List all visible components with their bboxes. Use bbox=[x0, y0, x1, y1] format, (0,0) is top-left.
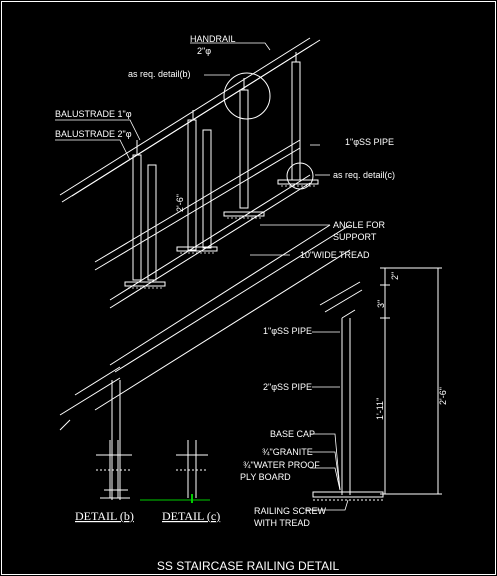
ss-pipe-1-top-label: 1"φSS PIPE bbox=[345, 137, 394, 147]
water-proof-label-1: ¾"WATER PROOF bbox=[243, 460, 320, 470]
granite-label: ¾"GRANITE bbox=[262, 447, 313, 457]
handrail-label: HANDRAIL bbox=[190, 34, 236, 44]
leader-lines bbox=[55, 42, 330, 256]
tread-label: 10"WIDE TREAD bbox=[300, 250, 370, 260]
detail-b-title: DETAIL (b) bbox=[75, 509, 134, 523]
ss-pipe-1-side-label: 1"φSS PIPE bbox=[263, 326, 312, 336]
detail-c-drawing bbox=[176, 440, 208, 498]
handrail-size-label: 2"φ bbox=[197, 46, 211, 56]
angle-support-label-2: SUPPORT bbox=[333, 232, 377, 242]
base-plates bbox=[124, 179, 319, 287]
dim-3-label: 3" bbox=[376, 300, 386, 308]
ss-pipe-2-side-label: 2"φSS PIPE bbox=[263, 382, 312, 392]
railing-screw-label-2: WITH TREAD bbox=[254, 518, 310, 528]
detail-b-callout-circle bbox=[223, 72, 271, 120]
detail-b-drawing bbox=[96, 440, 132, 499]
height-left-label: 2'-6" bbox=[175, 194, 185, 212]
drawing-title: SS STAIRCASE RAILING DETAIL bbox=[157, 559, 340, 573]
balustrade-2-label: BALUSTRADE 2"φ bbox=[55, 129, 132, 139]
side-section bbox=[312, 267, 442, 501]
base-cap-label: BASE CAP bbox=[270, 429, 315, 439]
balustrade-1-label: BALUSTRADE 1"φ bbox=[55, 109, 132, 119]
stair-railing-elevation bbox=[59, 37, 351, 500]
dim-total-label: 2'-6" bbox=[438, 387, 448, 405]
as-req-detail-b-label: as req. detail(b) bbox=[128, 69, 191, 79]
detail-c-title: DETAIL (c) bbox=[162, 509, 220, 523]
as-req-detail-c-label: as req. detail(c) bbox=[333, 170, 395, 180]
detail-c-callout-circle bbox=[286, 162, 314, 190]
dim-middle-label: 1'-11" bbox=[375, 398, 385, 420]
railing-screw-label-1: RAILING SCREW bbox=[254, 506, 327, 516]
water-proof-label-2: PLY BOARD bbox=[240, 472, 291, 482]
dim-2-label: 2" bbox=[390, 272, 400, 280]
angle-support-label-1: ANGLE FOR bbox=[333, 220, 386, 230]
